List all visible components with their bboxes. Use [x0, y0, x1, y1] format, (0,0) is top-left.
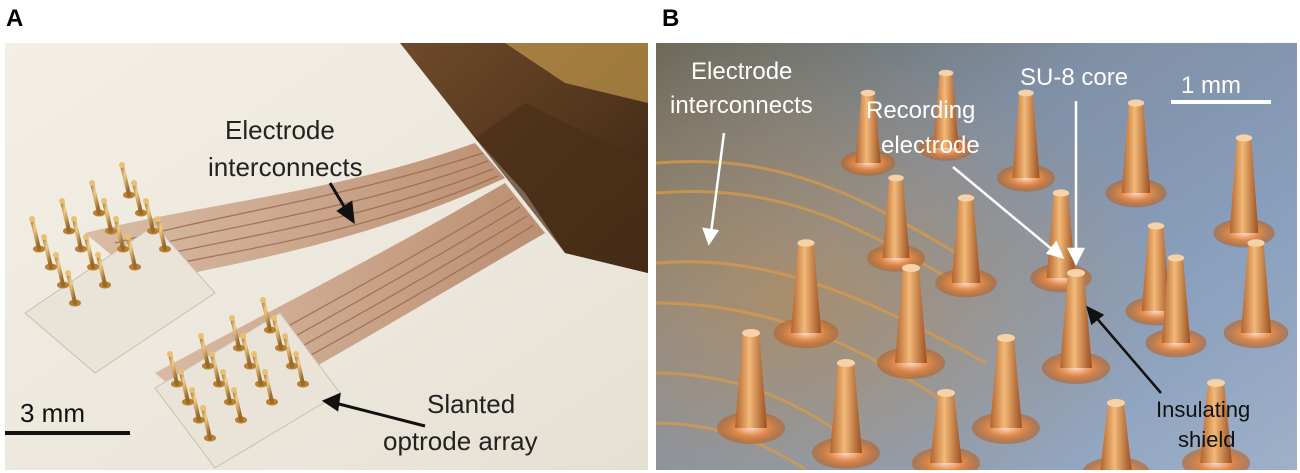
pillar: [1145, 254, 1207, 358]
pin: [231, 387, 247, 424]
pin: [167, 351, 183, 388]
label-b-interconnects-1: Electrode: [691, 58, 792, 85]
pillar: [918, 69, 974, 161]
label-b-recording-2: electrode: [881, 132, 980, 159]
pillar: [1105, 99, 1167, 208]
photo-b-graphic: Electrode interconnects SU-8 core 1 mm R…: [656, 43, 1297, 470]
pin: [293, 351, 309, 388]
pillar: [877, 264, 945, 379]
photo-b: Electrode interconnects SU-8 core 1 mm R…: [656, 43, 1297, 470]
pin: [200, 405, 216, 442]
pin: [95, 252, 111, 289]
label-b-shield-1: Insulating: [1156, 397, 1250, 422]
pin: [143, 198, 159, 235]
scale-a-bar: [5, 431, 130, 435]
pillar: [972, 334, 1040, 444]
pillar: [935, 194, 997, 298]
pin: [71, 216, 87, 253]
pillar: [1182, 379, 1250, 470]
pin: [65, 270, 81, 307]
pin: [189, 387, 205, 424]
pin: [131, 180, 147, 217]
pillar: [812, 359, 880, 469]
pin: [178, 369, 194, 406]
pillar: [773, 239, 839, 349]
panel-b-letter: B: [662, 5, 680, 32]
pillar: [840, 89, 896, 176]
pin: [229, 315, 245, 352]
pin: [89, 180, 105, 217]
pin: [240, 333, 256, 370]
photo-a: Electrode interconnects Slanted optrode …: [5, 43, 648, 470]
pin: [119, 162, 135, 199]
pin: [198, 333, 214, 370]
photo-a-graphic: Electrode interconnects Slanted optrode …: [5, 43, 648, 470]
pillar: [1082, 399, 1150, 470]
pillar: [997, 89, 1055, 192]
label-a-interconnects-2: interconnects: [208, 152, 363, 182]
pin: [125, 234, 141, 271]
pin: [53, 252, 69, 289]
scale-b-bar: [1171, 100, 1271, 104]
pin: [41, 234, 57, 271]
pin: [262, 369, 278, 406]
pillar: [1042, 269, 1110, 384]
scale-b-label: 1 mm: [1181, 72, 1241, 99]
pin: [271, 315, 287, 352]
label-b-shield-2: shield: [1178, 427, 1235, 452]
label-a-array-1: Slanted: [427, 389, 515, 419]
label-b-core: SU-8 core: [1020, 64, 1128, 91]
pin: [209, 351, 225, 388]
label-a-array-2: optrode array: [383, 426, 538, 456]
pillar: [717, 329, 785, 444]
label-a-interconnects-1: Electrode: [225, 115, 335, 145]
pillar: [912, 389, 980, 470]
panel-a-letter: A: [6, 5, 24, 32]
pin: [260, 297, 276, 334]
pin: [29, 216, 45, 253]
pin: [83, 234, 99, 271]
pin: [251, 351, 267, 388]
pin: [220, 369, 236, 406]
label-b-recording-1: Recording: [866, 97, 975, 124]
label-b-interconnects-2: interconnects: [670, 92, 813, 119]
pin: [155, 216, 171, 253]
pin: [101, 198, 117, 235]
scale-a-label: 3 mm: [20, 398, 85, 428]
pin: [282, 333, 298, 370]
pin: [113, 216, 129, 253]
pillar: [1223, 239, 1289, 349]
pin: [59, 198, 75, 235]
